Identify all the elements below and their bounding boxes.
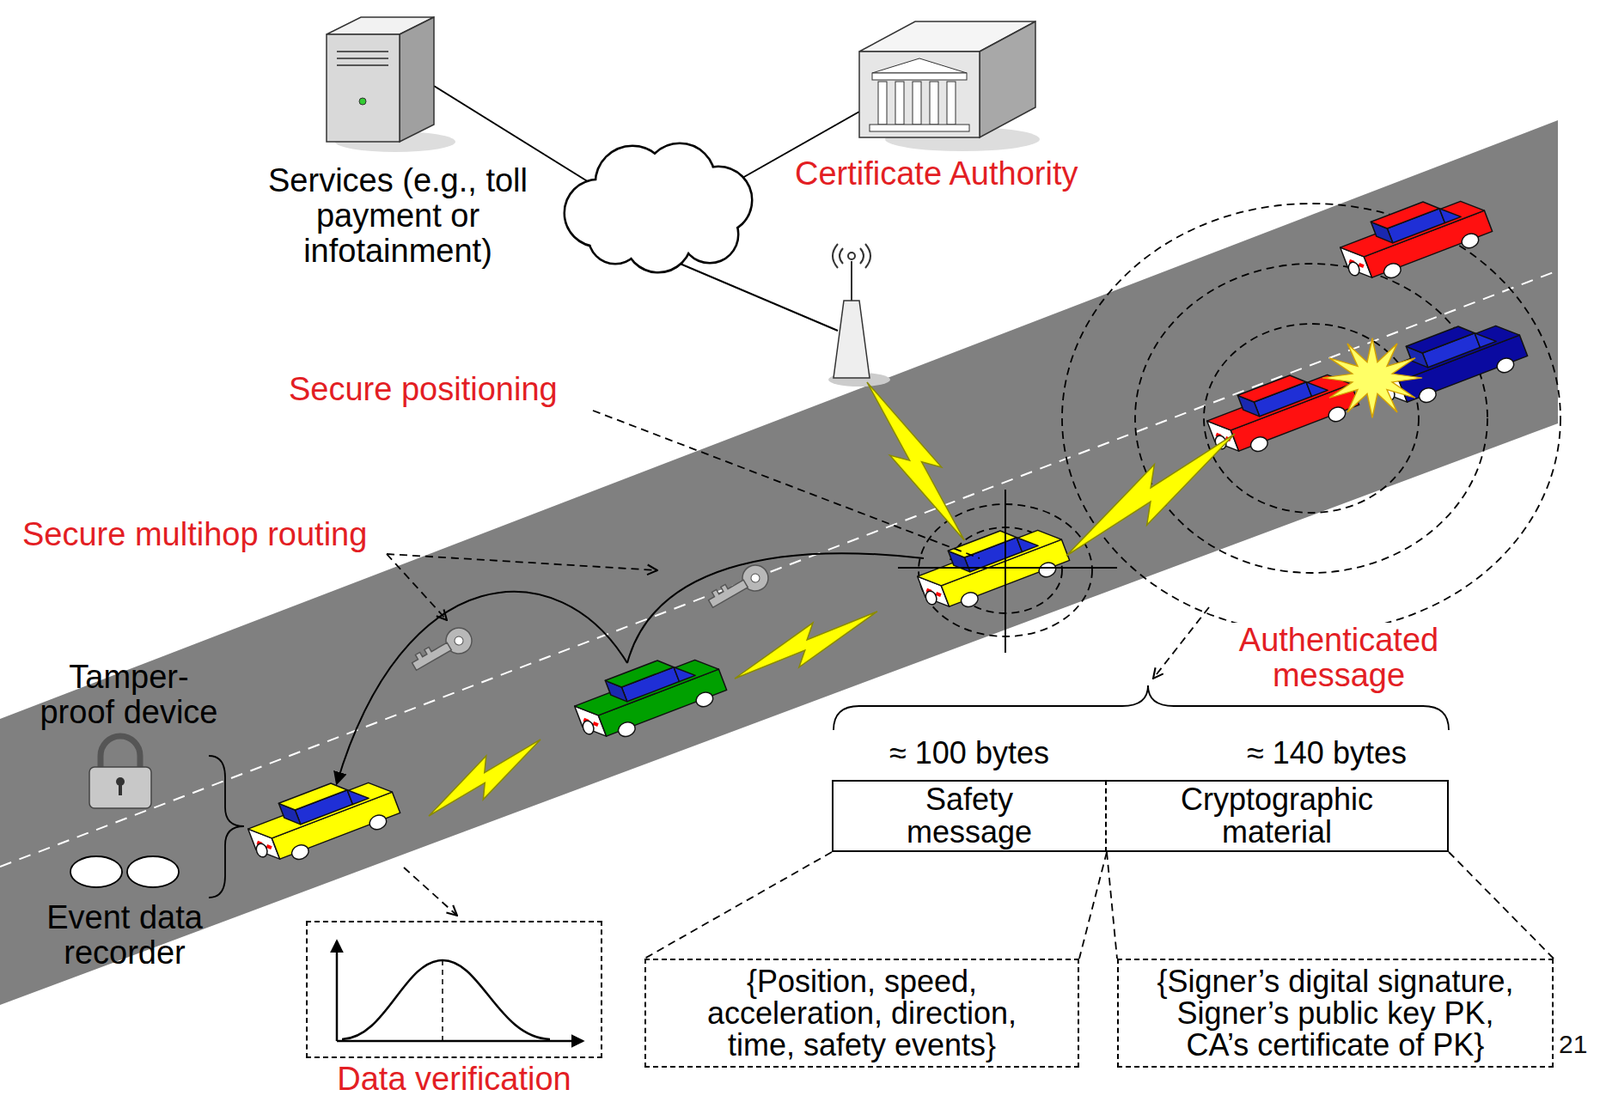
service-label: Services (e.g., toll payment or infotain… bbox=[256, 163, 540, 269]
authority-building bbox=[859, 21, 1040, 152]
car bbox=[912, 511, 1073, 621]
radio-link bbox=[850, 372, 981, 550]
authority-building bbox=[979, 21, 1036, 138]
server-icon bbox=[359, 97, 367, 105]
recorder-icon bbox=[70, 856, 179, 888]
chart-plot bbox=[441, 960, 444, 1042]
authority-building bbox=[872, 73, 967, 80]
authority-building bbox=[869, 124, 970, 132]
cloud-icon bbox=[565, 144, 752, 272]
feature-label: Secure multihop routing bbox=[22, 517, 384, 553]
antenna-tower bbox=[850, 261, 853, 301]
crash-burst bbox=[1322, 338, 1423, 419]
authority-building bbox=[872, 58, 967, 74]
server-icon bbox=[336, 50, 389, 53]
range-circle bbox=[1135, 263, 1488, 574]
authority-building bbox=[929, 81, 939, 125]
key-icon bbox=[704, 561, 774, 616]
leader-line bbox=[1153, 607, 1210, 679]
cloud-icon bbox=[619, 171, 697, 250]
leader-line bbox=[386, 554, 658, 571]
node-text: Cryptographic material bbox=[1166, 783, 1387, 849]
brace bbox=[833, 685, 1449, 731]
leader-line bbox=[386, 410, 1210, 917]
chart-box: Data verification bbox=[305, 921, 603, 1059]
authority-building bbox=[946, 81, 956, 125]
road bbox=[0, 120, 1558, 1006]
feature-label: Secure positioning bbox=[288, 372, 599, 408]
chart-plot bbox=[335, 941, 339, 1042]
leader-line bbox=[1106, 852, 1554, 959]
network-wire bbox=[433, 85, 860, 331]
crosshair bbox=[897, 567, 1118, 569]
antenna-tower bbox=[828, 244, 891, 387]
key-icon bbox=[408, 623, 477, 678]
crosshair bbox=[1004, 489, 1007, 654]
antenna-tower bbox=[832, 244, 871, 269]
device-label: Event data recorder bbox=[30, 900, 220, 971]
radio-link bbox=[726, 596, 885, 695]
node-text: Safety message bbox=[876, 783, 1063, 849]
leader-line bbox=[386, 554, 447, 621]
authority-building bbox=[878, 81, 887, 125]
node-text: {Signer’s digital signature, Signer’s pu… bbox=[1149, 965, 1521, 1062]
chart-plot bbox=[336, 1040, 583, 1044]
antenna-tower bbox=[833, 300, 870, 379]
leader-line bbox=[644, 852, 1107, 959]
server-icon bbox=[326, 34, 400, 142]
chart-plot bbox=[341, 960, 550, 1040]
lock-icon bbox=[89, 736, 152, 809]
device-label: Tamper-proof device bbox=[34, 659, 224, 731]
size-label: ≈ 140 bytes bbox=[1240, 737, 1413, 771]
feature-label: Authenticated message bbox=[1231, 622, 1447, 694]
leader-line bbox=[403, 867, 458, 917]
car bbox=[243, 763, 404, 874]
lock-icon bbox=[100, 736, 141, 770]
server-icon bbox=[336, 64, 389, 67]
car bbox=[1335, 182, 1496, 292]
detail-box: {Signer’s digital signature, Signer’s pu… bbox=[1117, 958, 1554, 1069]
authority-label: Certificate Authority bbox=[794, 156, 1105, 192]
detail-box: {Position, speed, acceleration, directio… bbox=[644, 958, 1080, 1069]
authority-building bbox=[895, 81, 904, 125]
multihop-arc bbox=[627, 553, 924, 664]
page-number: 21 bbox=[1558, 1031, 1597, 1059]
antenna-tower bbox=[848, 252, 855, 260]
message-field: Cryptographic material bbox=[1106, 780, 1449, 853]
network-wire bbox=[730, 111, 860, 185]
crosshair bbox=[897, 489, 1118, 654]
recorder-icon bbox=[127, 856, 179, 888]
car bbox=[1370, 306, 1531, 416]
cloud-icon bbox=[565, 144, 752, 272]
authority-building bbox=[859, 51, 980, 138]
message-field: Safety message bbox=[831, 780, 1107, 853]
multihop-arc bbox=[336, 592, 628, 784]
radio-link bbox=[419, 725, 551, 831]
lane-line bbox=[0, 270, 1558, 868]
range-circle bbox=[1062, 203, 1561, 634]
network-wire bbox=[433, 85, 593, 185]
server-icon bbox=[336, 57, 389, 60]
server-icon bbox=[399, 17, 434, 142]
chart-plot bbox=[336, 941, 583, 1042]
car bbox=[1202, 355, 1362, 465]
lock-icon bbox=[89, 767, 152, 809]
node-text: {Position, speed, acceleration, directio… bbox=[677, 965, 1047, 1062]
chart-caption: Data verification bbox=[336, 1062, 571, 1098]
authority-building bbox=[912, 81, 922, 125]
size-label: ≈ 100 bytes bbox=[883, 737, 1056, 771]
leader-line bbox=[592, 410, 980, 559]
server-icon bbox=[326, 17, 456, 153]
brace bbox=[208, 756, 245, 898]
network-wire bbox=[665, 257, 838, 331]
lock-icon bbox=[118, 783, 123, 796]
cloud-icon bbox=[565, 144, 752, 272]
radio-link bbox=[1053, 415, 1249, 575]
recorder-icon bbox=[70, 856, 123, 888]
car bbox=[569, 641, 730, 751]
